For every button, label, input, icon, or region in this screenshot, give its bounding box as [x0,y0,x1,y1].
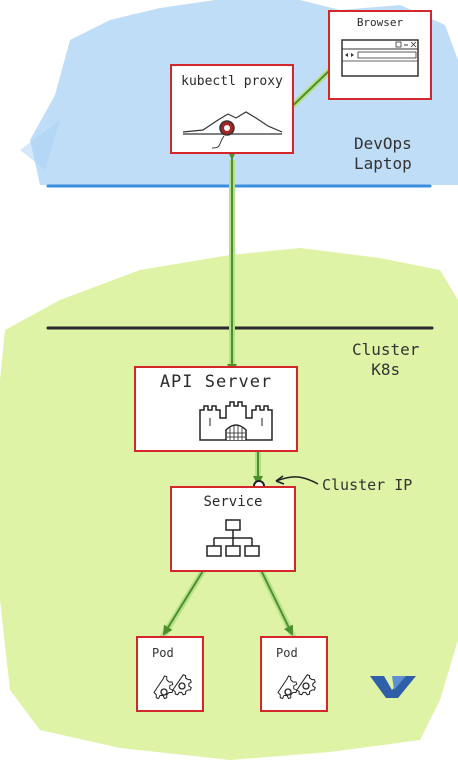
browser-window-icon [341,39,419,77]
pod-node-2: Pod [260,636,328,712]
pod-node-1: Pod [136,636,204,712]
api-server-node: API Server [134,366,298,452]
proxy-tunnel-icon [182,111,283,149]
service-label: Service [203,494,263,510]
gears-icon [277,674,316,700]
browser-node: Browser [328,10,432,100]
ovh-logo-icon [370,676,416,698]
kubectl-proxy-node: kubectl proxy [170,64,294,154]
api-server-label: API Server [159,372,273,392]
service-pod2-arrow [252,558,294,636]
cluster-ip-pointer [275,476,319,485]
cluster-ip-label: Cluster IP [322,476,413,494]
kubectl-proxy-label: kubectl proxy [181,74,283,89]
cluster-zone-label: Cluster K8s [352,340,420,379]
laptop-zone-label: DevOps Laptop [354,134,412,173]
pod-label-1: Pod [152,646,174,660]
browser-label: Browser [356,16,404,29]
pod-label-2: Pod [276,646,298,660]
service-pod1-arrow [162,556,215,636]
service-node: Service [170,486,296,572]
service-tree-icon [206,519,260,557]
gears-icon [153,674,192,700]
castle-icon [199,401,273,441]
